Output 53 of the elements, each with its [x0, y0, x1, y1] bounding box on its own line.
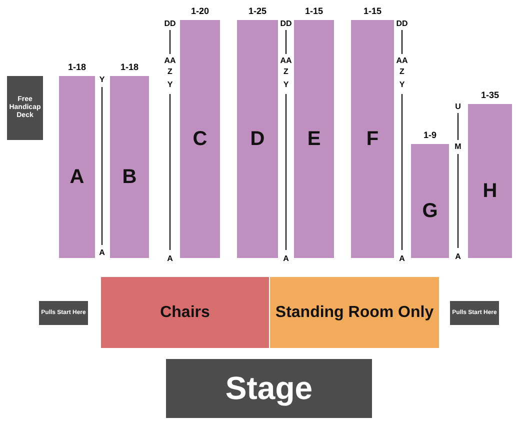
row-label: Z [398, 67, 406, 76]
info-box [7, 76, 43, 140]
section-letter: A [70, 166, 84, 188]
seat-range: 1-20 [190, 6, 210, 16]
row-label: DD [279, 19, 293, 28]
stage-label: Stage [225, 370, 313, 406]
section-letter: G [422, 200, 438, 222]
row-label: Z [282, 67, 290, 76]
row-label: A [454, 252, 462, 261]
row-label: Y [398, 80, 406, 89]
section-letter: H [482, 180, 498, 202]
seating-section [59, 76, 95, 258]
row-label: A [398, 254, 406, 263]
row-label: M [454, 142, 462, 151]
row-label: A [282, 254, 290, 263]
seat-range: 1-25 [247, 6, 268, 16]
seating-section [411, 144, 449, 258]
row-label: AA [279, 56, 293, 65]
info-box [450, 301, 499, 325]
row-label: Y [166, 80, 174, 89]
row-label: U [454, 102, 462, 111]
section-letter: E [307, 128, 321, 150]
row-label: AA [163, 56, 177, 65]
seating-section [468, 104, 512, 258]
seat-range: 1-15 [362, 6, 382, 16]
seat-range: 1-35 [480, 90, 500, 100]
seat-range: 1-18 [66, 62, 87, 72]
seat-range: 1-15 [304, 6, 324, 16]
section-letter: D [250, 128, 265, 150]
seat-range: 1-9 [422, 130, 438, 140]
area-label: Standing Room Only [275, 304, 434, 322]
row-label: Y [282, 80, 290, 89]
section-letter: C [192, 128, 208, 150]
row-label: DD [395, 19, 409, 28]
stage [166, 359, 372, 418]
standing-area [270, 277, 439, 348]
chairs-area [101, 277, 269, 348]
row-label: A [98, 248, 106, 257]
row-label: DD [163, 19, 177, 28]
seating-section [110, 76, 149, 258]
section-letter: F [366, 128, 379, 150]
seating-section [351, 20, 394, 258]
section-letter: B [122, 166, 137, 188]
row-label: Y [98, 75, 106, 84]
area-label: Chairs [160, 304, 210, 322]
seating-section [180, 20, 220, 258]
row-label: Z [166, 67, 174, 76]
row-label: A [166, 254, 174, 263]
seating-section [294, 20, 334, 258]
seat-range: 1-18 [119, 62, 140, 72]
info-box [39, 301, 88, 325]
row-label: AA [395, 56, 409, 65]
seating-section [237, 20, 278, 258]
